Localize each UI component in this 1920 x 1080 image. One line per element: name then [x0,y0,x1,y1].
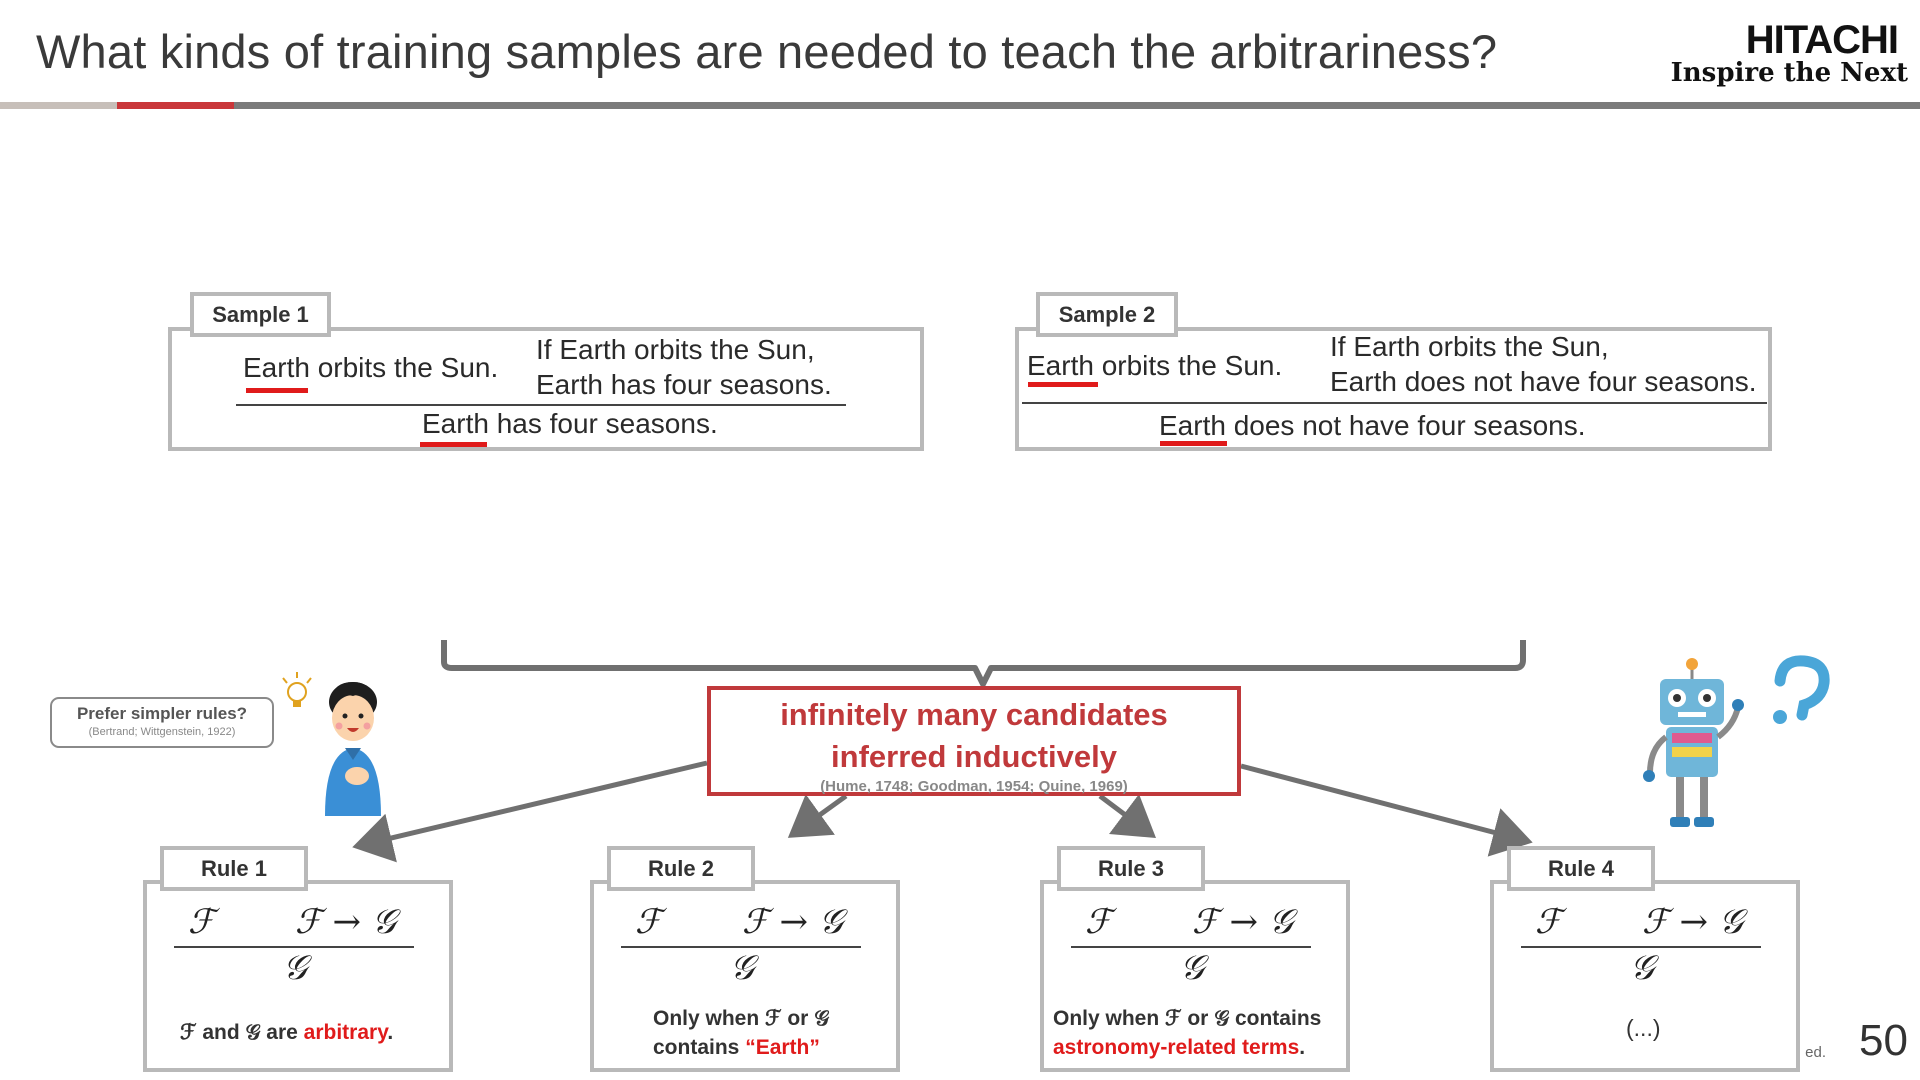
arrow-to-rule-2 [787,793,848,838]
prefer-simpler-rules-box: Prefer simpler rules? (Bertrand; Wittgen… [50,697,274,748]
rule-3-caption-line-1: Only when ℱ or 𝒢 contains [1053,1007,1322,1030]
sample-1-inference-line [236,404,846,406]
header-divider-left-segment [0,102,117,109]
sample-2-premise-2-line-1: If Earth orbits the Sun, [1330,331,1609,362]
rule-2-caption: Only when ℱ or 𝒢 contains “Earth” [653,1004,829,1062]
brace [441,640,1526,687]
rule-3-conclusion: 𝒢 [1180,948,1205,988]
sample-1-tab: Sample 1 [190,292,331,337]
sample-2-tab: Sample 2 [1036,292,1178,337]
rule-3-caption-line-2-red: astronomy-related terms [1053,1036,1300,1059]
rule-3-caption-line-2b: . [1299,1036,1306,1059]
sample-1-premise-2-line-2: Earth has four seasons. [536,369,832,400]
arrow-to-rule-4 [1240,763,1533,857]
sample-1-box [168,327,924,451]
rule-2-premise-impl: ℱ → 𝒢 [742,902,844,942]
robot-illustration [1643,655,1830,827]
person-illustration [282,672,381,816]
sample-1-conclusion-underline [420,442,487,447]
rule-1-inference-line [174,946,414,948]
sample-2-conclusion: Earth does not have four seasons. [1159,410,1586,441]
rule-3-tab: Rule 3 [1057,846,1205,891]
page-number: 50 [1859,1016,1908,1065]
rule-1-caption-a: ℱ and 𝒢 are [180,1021,304,1044]
rule-2-box [590,880,900,1072]
rule-4-premise-impl: ℱ → 𝒢 [1642,902,1744,942]
inductive-candidates-box: infinitely many candidates inferred indu… [707,686,1241,796]
sample-1-premise-2-line-1: If Earth orbits the Sun, [536,334,815,365]
rule-3-inference-line [1071,946,1311,948]
rule-4-inference-line [1521,946,1761,948]
rule-1-tab: Rule 1 [160,846,308,891]
question-mark-icon [1773,655,1830,724]
rule-4-premise-f: ℱ [1535,902,1562,942]
rule-2-conclusion: 𝒢 [730,948,755,988]
lightbulb-icon [282,672,312,707]
rule-1-caption-red: arbitrary [303,1021,388,1044]
candidates-line-1: infinitely many candidates [780,697,1168,732]
rule-4-caption: (...) [1626,1015,1661,1041]
page-title: What kinds of training samples are neede… [36,25,1498,78]
sample-2-inference-line [1022,402,1767,404]
sample-1-premise-1-underline [246,388,308,393]
header-divider [0,102,1920,109]
sample-1-premise-1: Earth orbits the Sun. [243,352,499,383]
rule-1-caption-b: . [387,1021,394,1044]
prefer-simpler-rules-title: Prefer simpler rules? [76,704,248,723]
rule-1-conclusion: 𝒢 [283,948,308,988]
rule-2-inference-line [621,946,861,948]
rule-3-caption: Only when ℱ or 𝒢 contains astronomy-rela… [1053,1004,1321,1062]
header-divider-accent [117,102,234,109]
rule-3-box [1040,880,1350,1072]
rule-4-conclusion: 𝒢 [1630,948,1655,988]
sample-2-box [1015,327,1772,451]
sample-1-conclusion: Earth has four seasons. [422,408,718,439]
rule-2-tab: Rule 2 [607,846,755,891]
rule-2-caption-line-1: Only when ℱ or 𝒢 [653,1007,830,1030]
sample-2-premise-1-underline [1028,382,1098,387]
rule-2-caption-line-2-red: “Earth” [745,1036,820,1059]
rule-2-caption-line-2a: contains [653,1036,746,1059]
sample-2-premise-1: Earth orbits the Sun. [1027,350,1283,381]
rule-1-premise-f: ℱ [188,902,215,942]
rule-3-premise-f: ℱ [1085,902,1112,942]
rule-3-premise-impl: ℱ → 𝒢 [1192,902,1294,942]
sample-2-conclusion-underline [1160,441,1227,446]
rule-4-tab: Rule 4 [1507,846,1655,891]
candidates-citation: (Hume, 1748; Goodman, 1954; Quine, 1969) [820,778,1128,795]
logo-tagline: Inspire the Next [1670,58,1908,88]
candidates-line-2: inferred inductively [831,739,1117,774]
sample-2-premise-2-line-2: Earth does not have four seasons. [1330,366,1757,397]
rule-1-premise-impl: ℱ → 𝒢 [295,902,397,942]
arrow-to-rule-1 [352,760,708,863]
prefer-simpler-rules-citation: (Bertrand; Wittgenstein, 1922) [88,726,236,738]
arrow-to-rule-3 [1098,794,1156,838]
rule-1-caption: ℱ and 𝒢 are arbitrary. [180,1018,393,1047]
rule-2-premise-f: ℱ [635,902,662,942]
footer-copyright: ed. [1805,1044,1826,1061]
hitachi-logo: HITACHI [1745,18,1899,62]
